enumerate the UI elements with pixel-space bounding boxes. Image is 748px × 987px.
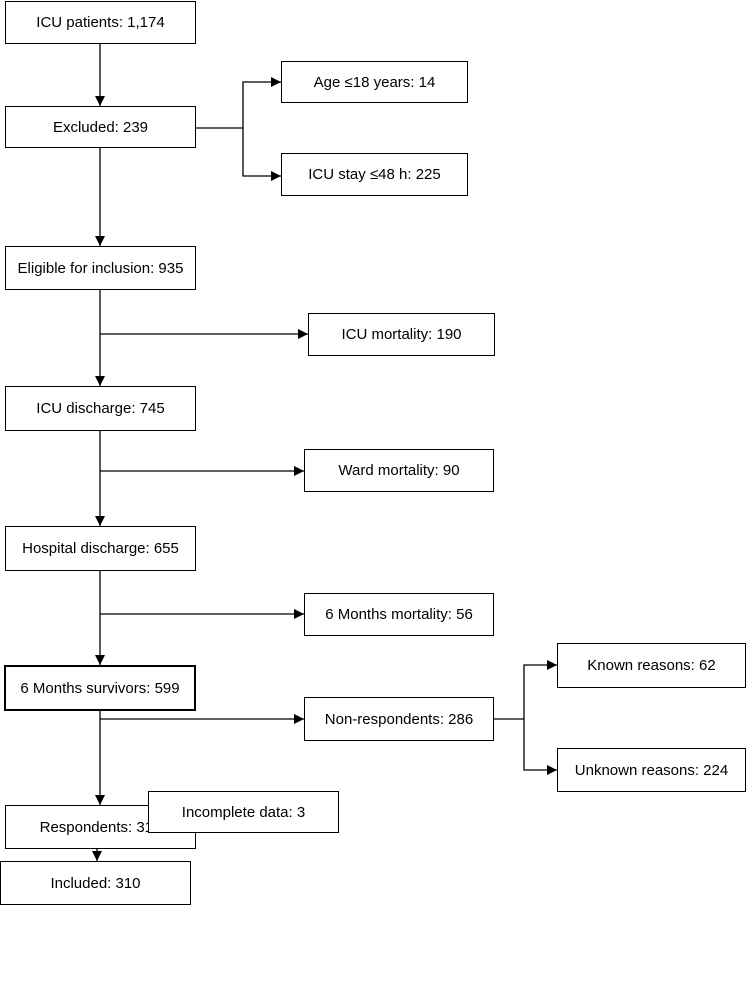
unknown-reasons-box: Unknown reasons: 224 [557,748,746,792]
arrow-to-age [242,77,281,128]
icu-patients-box: ICU patients: 1,174 [5,1,196,44]
included-box: Included: 310 [0,861,191,905]
icu-discharge-box: ICU discharge: 745 [5,386,196,431]
excluded-box: Excluded: 239 [5,106,196,148]
incomplete-data-box: Incomplete data: 3 [148,791,339,833]
six-month-survivors-box: 6 Months survivors: 599 [4,665,196,711]
non-respondents-box: Non-respondents: 286 [304,697,494,741]
ward-mortality-box: Ward mortality: 90 [304,449,494,492]
six-month-mortality-box: 6 Months mortality: 56 [304,593,494,636]
icu-stay-box: ICU stay ≤48 h: 225 [281,153,468,196]
arrow-to-icu-stay [242,128,281,181]
known-reasons-box: Known reasons: 62 [557,643,746,688]
icu-mortality-box: ICU mortality: 190 [308,313,495,356]
hospital-discharge-box: Hospital discharge: 655 [5,526,196,571]
arrow-to-known-reasons [523,660,557,719]
arrow-to-unknown-reasons [523,719,557,775]
eligible-box: Eligible for inclusion: 935 [5,246,196,290]
age-box: Age ≤18 years: 14 [281,61,468,103]
